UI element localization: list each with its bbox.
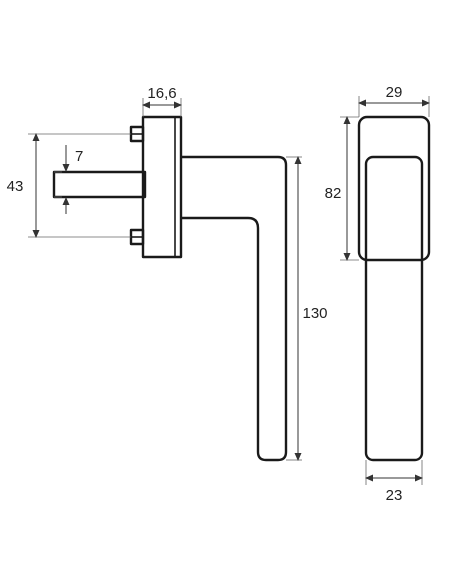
label-screw-spacing: 43 [7,178,24,195]
label-rose-height: 82 [325,185,342,202]
dim-spindle: 7 [54,145,83,214]
label-handle-width-bottom: 23 [386,487,403,504]
rose-plate-side [141,115,183,259]
dim-screw-spacing: 43 [7,133,131,238]
side-view [52,115,288,462]
label-handle-length: 130 [302,305,327,322]
dim-rose-height: 82 [325,116,359,261]
dim-handle-width-bottom: 23 [365,460,423,504]
screw-top [129,125,145,143]
lever-profile-side [181,155,288,462]
dim-rose-thickness: 16,6 [142,85,182,117]
label-spindle: 7 [75,148,83,165]
dim-handle-width-top: 29 [358,84,430,117]
front-view [357,115,431,462]
label-rose-thickness: 16,6 [147,85,176,102]
rose-front [357,115,431,262]
screw-bottom [129,228,145,246]
dim-handle-length: 130 [286,156,328,461]
lever-front [364,155,424,462]
spindle [52,170,147,199]
label-handle-width-top: 29 [386,84,403,101]
